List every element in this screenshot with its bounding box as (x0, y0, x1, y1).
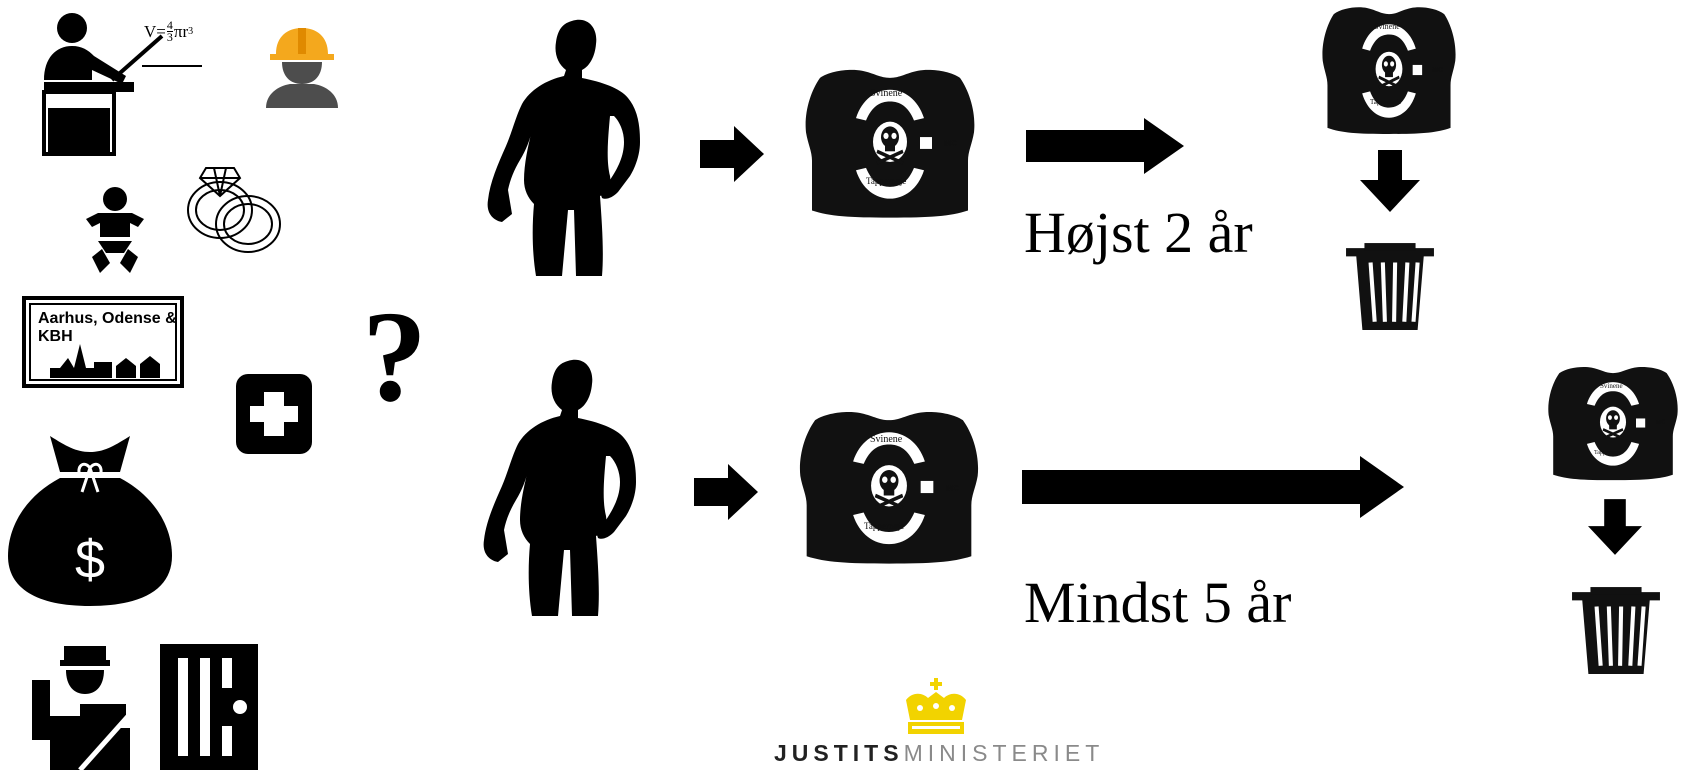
vest-badge: MC (1432, 67, 1443, 74)
silhouette-man-icon (474, 352, 644, 626)
prison-icon (160, 644, 258, 770)
city-skyline (50, 344, 160, 380)
police-officer-icon (30, 644, 140, 770)
formula-text: V= 4 3 πr 3 (144, 20, 193, 43)
silhouette-man-icon (478, 12, 648, 286)
logo-bold-part: JUSTITS (774, 740, 904, 766)
medical-cross-icon (234, 372, 314, 456)
vest-badge: MC (1656, 420, 1665, 426)
vest-bottom-text: Tappernøje (1594, 450, 1621, 456)
baby-icon (82, 185, 148, 275)
formula-prefix: V= (144, 22, 166, 42)
vest-bottom-text: Tappernøje (864, 521, 904, 531)
arrow-down-icon (1588, 496, 1642, 558)
question-mark: ? (362, 292, 427, 422)
vest-bottom-text: Tappernøje (1370, 98, 1401, 106)
formula-pi-r: πr (174, 22, 188, 42)
arrow-right-icon (1022, 456, 1404, 518)
arrow-right-icon (694, 464, 758, 520)
city-sign-icon: Aarhus, Odense & KBH (22, 296, 184, 388)
vest-top-text: Svinene (1374, 22, 1400, 31)
arrow-right-icon (700, 126, 764, 182)
trash-can-icon (1570, 584, 1662, 676)
logo-light-part: MINISTERIET (904, 740, 1105, 766)
biker-vest-icon: Svinene MC Tappernøje (1544, 364, 1682, 482)
vest-top-text: Svinene (870, 88, 902, 99)
trash-can-icon (1344, 240, 1436, 332)
construction-worker-icon (262, 24, 342, 108)
top-duration-label: Højst 2 år (1024, 200, 1253, 266)
arrow-down-icon (1360, 150, 1420, 212)
biker-vest-icon: Svinene MC Tappernøje (794, 408, 984, 566)
wedding-rings-icon (180, 152, 290, 262)
biker-vest-icon: Svinene MC Tappernøje (1318, 4, 1460, 136)
ministry-logo-text: JUSTITSMINISTERIET (774, 740, 1104, 767)
formula-exponent: 3 (188, 26, 193, 37)
svg-text:$: $ (75, 530, 105, 590)
arrow-right-icon (1026, 118, 1184, 174)
vest-badge: MC (944, 139, 956, 148)
formula-denominator: 3 (167, 32, 173, 43)
biker-vest-icon: Svinene MC Tappernøje (800, 66, 980, 220)
crown-icon (900, 678, 972, 736)
vest-top-text: Svinene (1600, 382, 1623, 390)
city-sign-text: Aarhus, Odense & KBH (38, 310, 180, 346)
money-bag-icon: $ (6, 432, 174, 608)
vest-badge: MC (946, 484, 958, 493)
bottom-duration-label: Mindst 5 år (1024, 570, 1291, 636)
vest-top-text: Svinene (870, 434, 902, 445)
vest-bottom-text: Tappernøje (866, 176, 906, 186)
